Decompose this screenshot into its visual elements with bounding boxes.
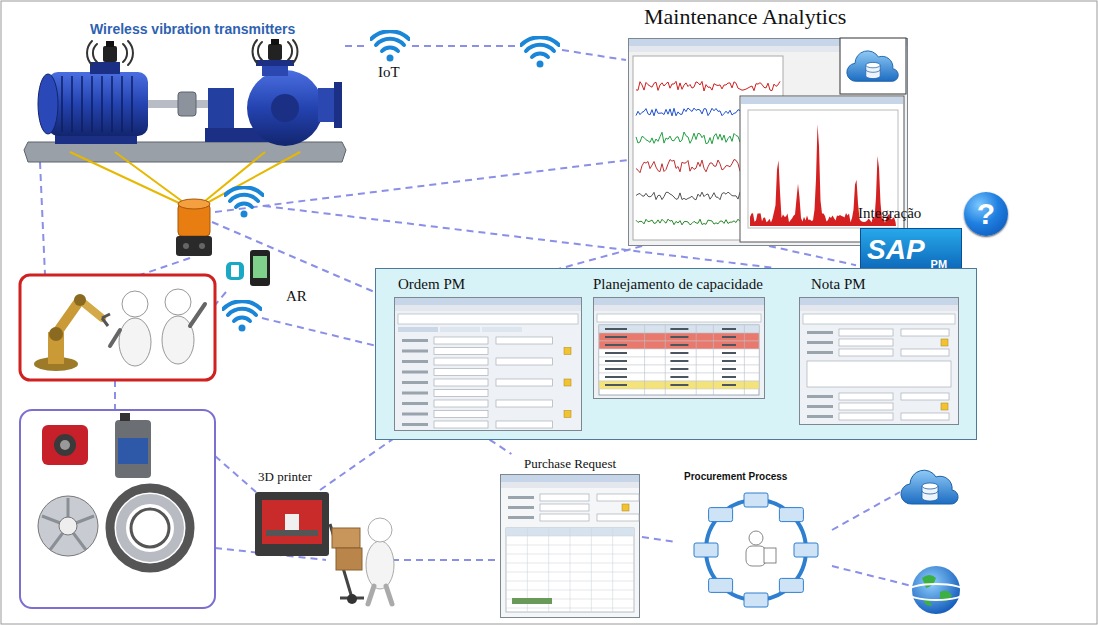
text-label: IoT bbox=[378, 64, 400, 81]
screen-window: Planejamento de capacidade bbox=[593, 275, 788, 401]
cloud-icon bbox=[901, 470, 958, 504]
wifi-icon bbox=[223, 301, 261, 331]
screen-window: Ordem PM bbox=[394, 275, 584, 433]
help-icon: ? bbox=[964, 192, 1008, 236]
spare-parts bbox=[20, 410, 215, 608]
window-heading: Nota PM bbox=[811, 276, 866, 293]
phone-icons bbox=[226, 250, 270, 286]
window-heading: Planejamento de capacidade bbox=[593, 276, 763, 293]
sap-logo: IntegraçãoSAPPM bbox=[856, 204, 965, 276]
window-heading: Maintenance Analytics bbox=[644, 4, 846, 29]
dashed-connector bbox=[769, 246, 856, 265]
window-heading: Ordem PM bbox=[398, 276, 465, 293]
text-label: Wireless vibration transmitters bbox=[90, 21, 295, 37]
integration-heading: Integração bbox=[858, 205, 921, 222]
globe-icon bbox=[906, 566, 966, 614]
text-label: 3D printer bbox=[258, 470, 312, 485]
wifi-icon bbox=[225, 187, 263, 217]
printer-icon bbox=[255, 492, 329, 556]
sap-panel: Ordem PM Planejamento de capacidade Nota P… bbox=[375, 268, 977, 440]
window-heading: Procurement Process bbox=[684, 471, 787, 483]
window-heading: Purchase Request bbox=[524, 457, 616, 472]
screen-window: Purchase Request bbox=[500, 454, 642, 620]
dashed-connector bbox=[642, 537, 676, 542]
help-mark: ? bbox=[977, 197, 995, 230]
screen-mockup bbox=[676, 482, 836, 616]
process-graphic: Procurement Process bbox=[676, 466, 836, 618]
screen-mockup bbox=[394, 297, 582, 431]
motor-pump bbox=[24, 39, 346, 210]
screen-window: Nota PM bbox=[799, 275, 961, 427]
delivery-figure bbox=[330, 518, 394, 604]
screen-mockup bbox=[500, 474, 640, 618]
gateway-device bbox=[176, 199, 212, 256]
wifi-icon bbox=[521, 37, 559, 67]
screen-mockup bbox=[799, 297, 959, 425]
robot-workers bbox=[20, 275, 215, 380]
text-label: AR bbox=[286, 288, 307, 305]
logo-text: SAP bbox=[867, 233, 925, 267]
screen-mockup bbox=[593, 297, 765, 399]
wifi-icon bbox=[371, 31, 409, 61]
